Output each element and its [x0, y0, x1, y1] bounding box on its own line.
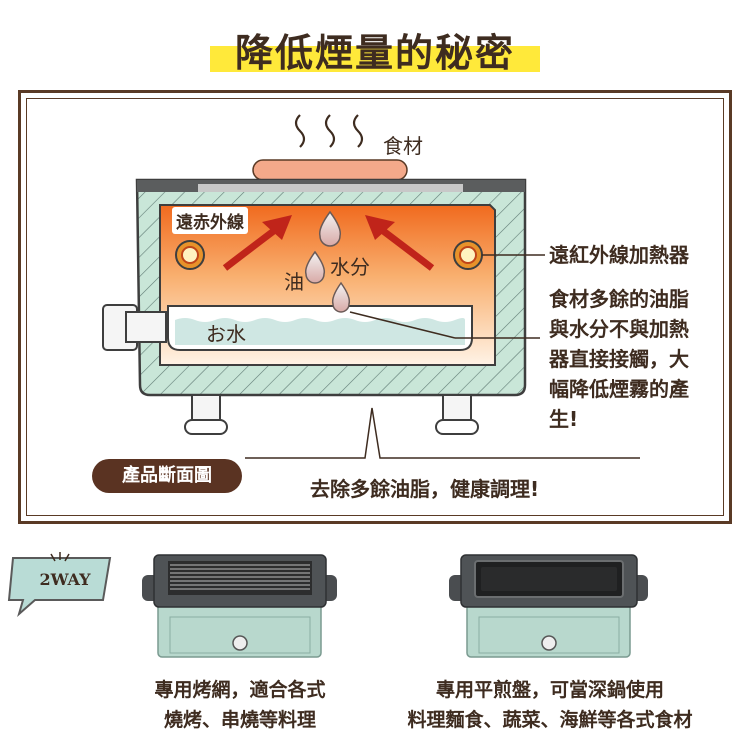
explanation-line: 器直接接觸，大	[549, 347, 689, 371]
food-label: 食材	[383, 134, 423, 158]
section-badge: 產品斷面圖	[92, 459, 242, 493]
foot-right	[435, 394, 479, 435]
diagram-frame-outer	[18, 90, 732, 524]
tray-handle-stem	[125, 311, 167, 343]
drop-icon	[318, 210, 342, 247]
diagram-frame-inner	[26, 98, 724, 516]
tray-leader-line	[349, 311, 456, 339]
section-leader-line	[245, 407, 640, 459]
far-infrared-label: 遠赤外線	[172, 207, 248, 234]
heater-right-icon	[453, 240, 483, 270]
product-grill-net	[142, 554, 337, 658]
steam-icon	[294, 114, 364, 148]
title-highlight	[210, 46, 540, 72]
product-caption-1: 專用烤網，適合各式 燒烤、串燒等料理	[140, 675, 340, 735]
explanation-line: 生!	[549, 407, 579, 431]
food-slab	[252, 159, 408, 181]
explanation-callout: 食材多餘的油脂 與水分不與加熱 器直接接觸，大 幅降低煙霧的產 生!	[549, 284, 689, 434]
twoway-tag-label: 2WAY	[39, 570, 91, 589]
heater-left-icon	[175, 240, 205, 270]
caption-line: 專用平煎盤，可當深鍋使用	[435, 679, 664, 701]
oil-drop-icon	[304, 250, 326, 284]
heat-arrow-left-icon	[222, 227, 278, 271]
explanation-line: 與水分不與加熱	[549, 317, 689, 341]
product-flat-pan	[449, 554, 648, 658]
heat-arrow-right-icon	[379, 227, 435, 271]
heat-arrow-left-head	[262, 215, 292, 240]
cross-section-diagram	[102, 114, 640, 459]
water-label: 水分	[330, 255, 370, 279]
title-block: 降低煙量的秘密	[205, 14, 545, 76]
tray-water	[175, 318, 465, 345]
caption-line: 料理麵食、蔬菜、海鮮等各式食材	[407, 709, 693, 731]
tray-water-label: お水	[206, 322, 246, 346]
heat-arrow-right-head	[365, 215, 395, 240]
caption-line: 燒烤、串燒等料理	[163, 709, 316, 731]
caption-line: 專用烤網，適合各式	[154, 679, 326, 701]
page-title: 降低煙量的秘密	[234, 31, 515, 75]
falling-drop-icon	[331, 281, 351, 313]
oil-label: 油	[284, 270, 304, 294]
grill-rack	[198, 184, 463, 192]
heater-callout: 遠紅外線加熱器	[549, 243, 689, 267]
product-caption-2: 專用平煎盤，可當深鍋使用 料理麵食、蔬菜、海鮮等各式食材	[380, 675, 720, 735]
explanation-line: 幅降低煙霧的產	[549, 377, 689, 401]
bottom-note: 去除多餘油脂，健康調理!	[310, 477, 540, 501]
twoway-tag-icon	[7, 552, 112, 617]
explanation-line: 食材多餘的油脂	[549, 287, 689, 311]
foot-left	[184, 394, 228, 435]
